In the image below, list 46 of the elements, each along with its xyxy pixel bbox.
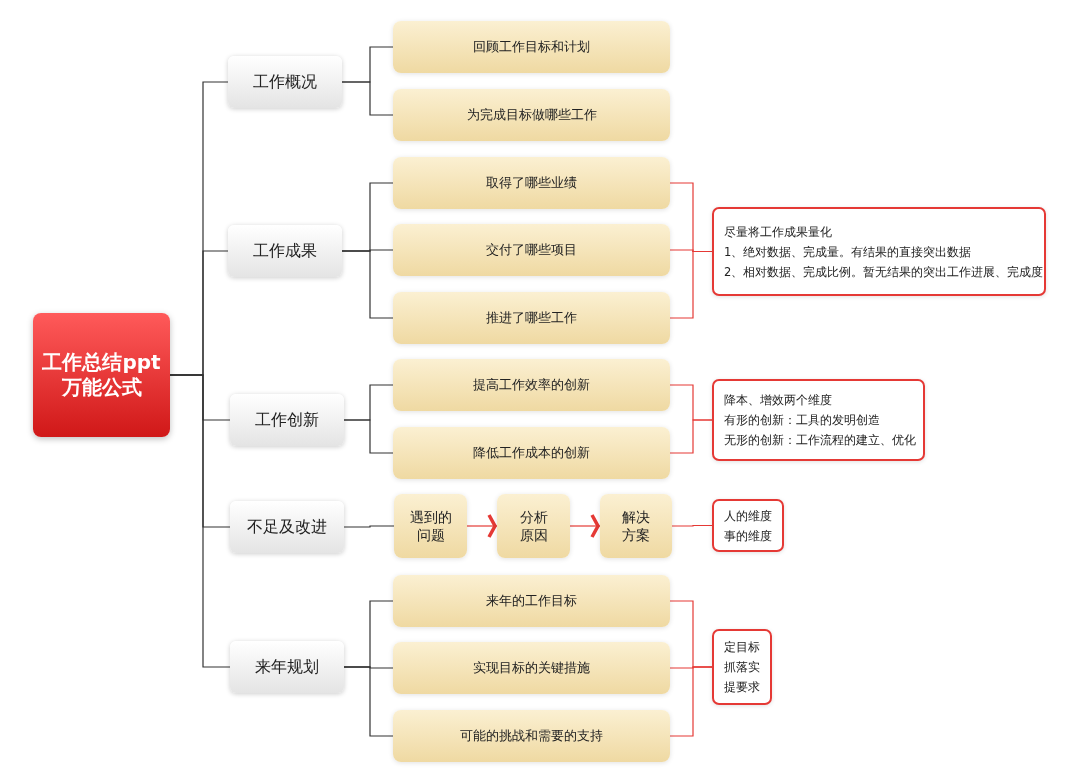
topic-box: 提高工作效率的创新 xyxy=(393,359,670,411)
bracket-connector xyxy=(343,666,394,737)
chevron-arrow xyxy=(569,513,601,539)
note-box xyxy=(712,379,925,461)
note-line: 定目标 xyxy=(724,639,760,656)
note-line: 1、绝对数据、完成量。有结果的直接突出数据 xyxy=(724,243,972,261)
note-line: 降本、增效两个维度 xyxy=(724,392,832,409)
note-line: 尽量将工作成果量化 xyxy=(724,223,832,241)
bracket-connector xyxy=(341,81,394,116)
step-box: 遇到的问题 xyxy=(394,494,467,558)
topic-box: 推进了哪些工作 xyxy=(393,292,670,344)
title-box: 工作总结ppt万能公式 xyxy=(33,313,170,437)
bracket-connector xyxy=(669,666,713,737)
step-box: 解决方案 xyxy=(600,494,672,558)
topic-box: 实现目标的关键措施 xyxy=(393,642,670,694)
topic-box: 交付了哪些项目 xyxy=(393,224,670,276)
note-line: 有形的创新：工具的发明创造 xyxy=(724,412,880,429)
note-line: 提要求 xyxy=(724,679,760,696)
topic-box: 可能的挑战和需要的支持 xyxy=(393,710,670,762)
bracket-connector xyxy=(341,250,394,319)
category-box: 工作成果 xyxy=(228,225,342,277)
topic-box: 回顾工作目标和计划 xyxy=(393,21,670,73)
bracket-connector xyxy=(343,525,395,528)
note-line: 事的维度 xyxy=(724,527,772,545)
note-line: 人的维度 xyxy=(724,507,772,525)
bracket-connector xyxy=(669,250,713,319)
note-box xyxy=(712,207,1046,296)
bracket-connector xyxy=(669,419,713,454)
chevron-arrow xyxy=(466,513,498,539)
category-box: 工作创新 xyxy=(230,394,344,446)
note-box xyxy=(712,629,772,705)
category-box: 来年规划 xyxy=(230,641,344,693)
note-line: 2、相对数据、完成比例。暂无结果的突出工作进展、完成度 xyxy=(724,263,1044,281)
topic-box: 降低工作成本的创新 xyxy=(393,427,670,479)
step-box: 分析原因 xyxy=(497,494,570,558)
topic-box: 为完成目标做哪些工作 xyxy=(393,89,670,141)
bracket-connector xyxy=(169,374,231,668)
category-box: 工作概况 xyxy=(228,56,342,108)
note-line: 无形的创新：工作流程的建立、优化 xyxy=(724,432,916,449)
category-box: 不足及改进 xyxy=(230,501,344,553)
topic-box: 取得了哪些业绩 xyxy=(393,157,670,209)
note-box xyxy=(712,499,784,552)
note-line: 抓落实 xyxy=(724,659,760,676)
bracket-connector xyxy=(671,524,713,527)
topic-box: 来年的工作目标 xyxy=(393,575,670,627)
bracket-connector xyxy=(343,419,394,454)
